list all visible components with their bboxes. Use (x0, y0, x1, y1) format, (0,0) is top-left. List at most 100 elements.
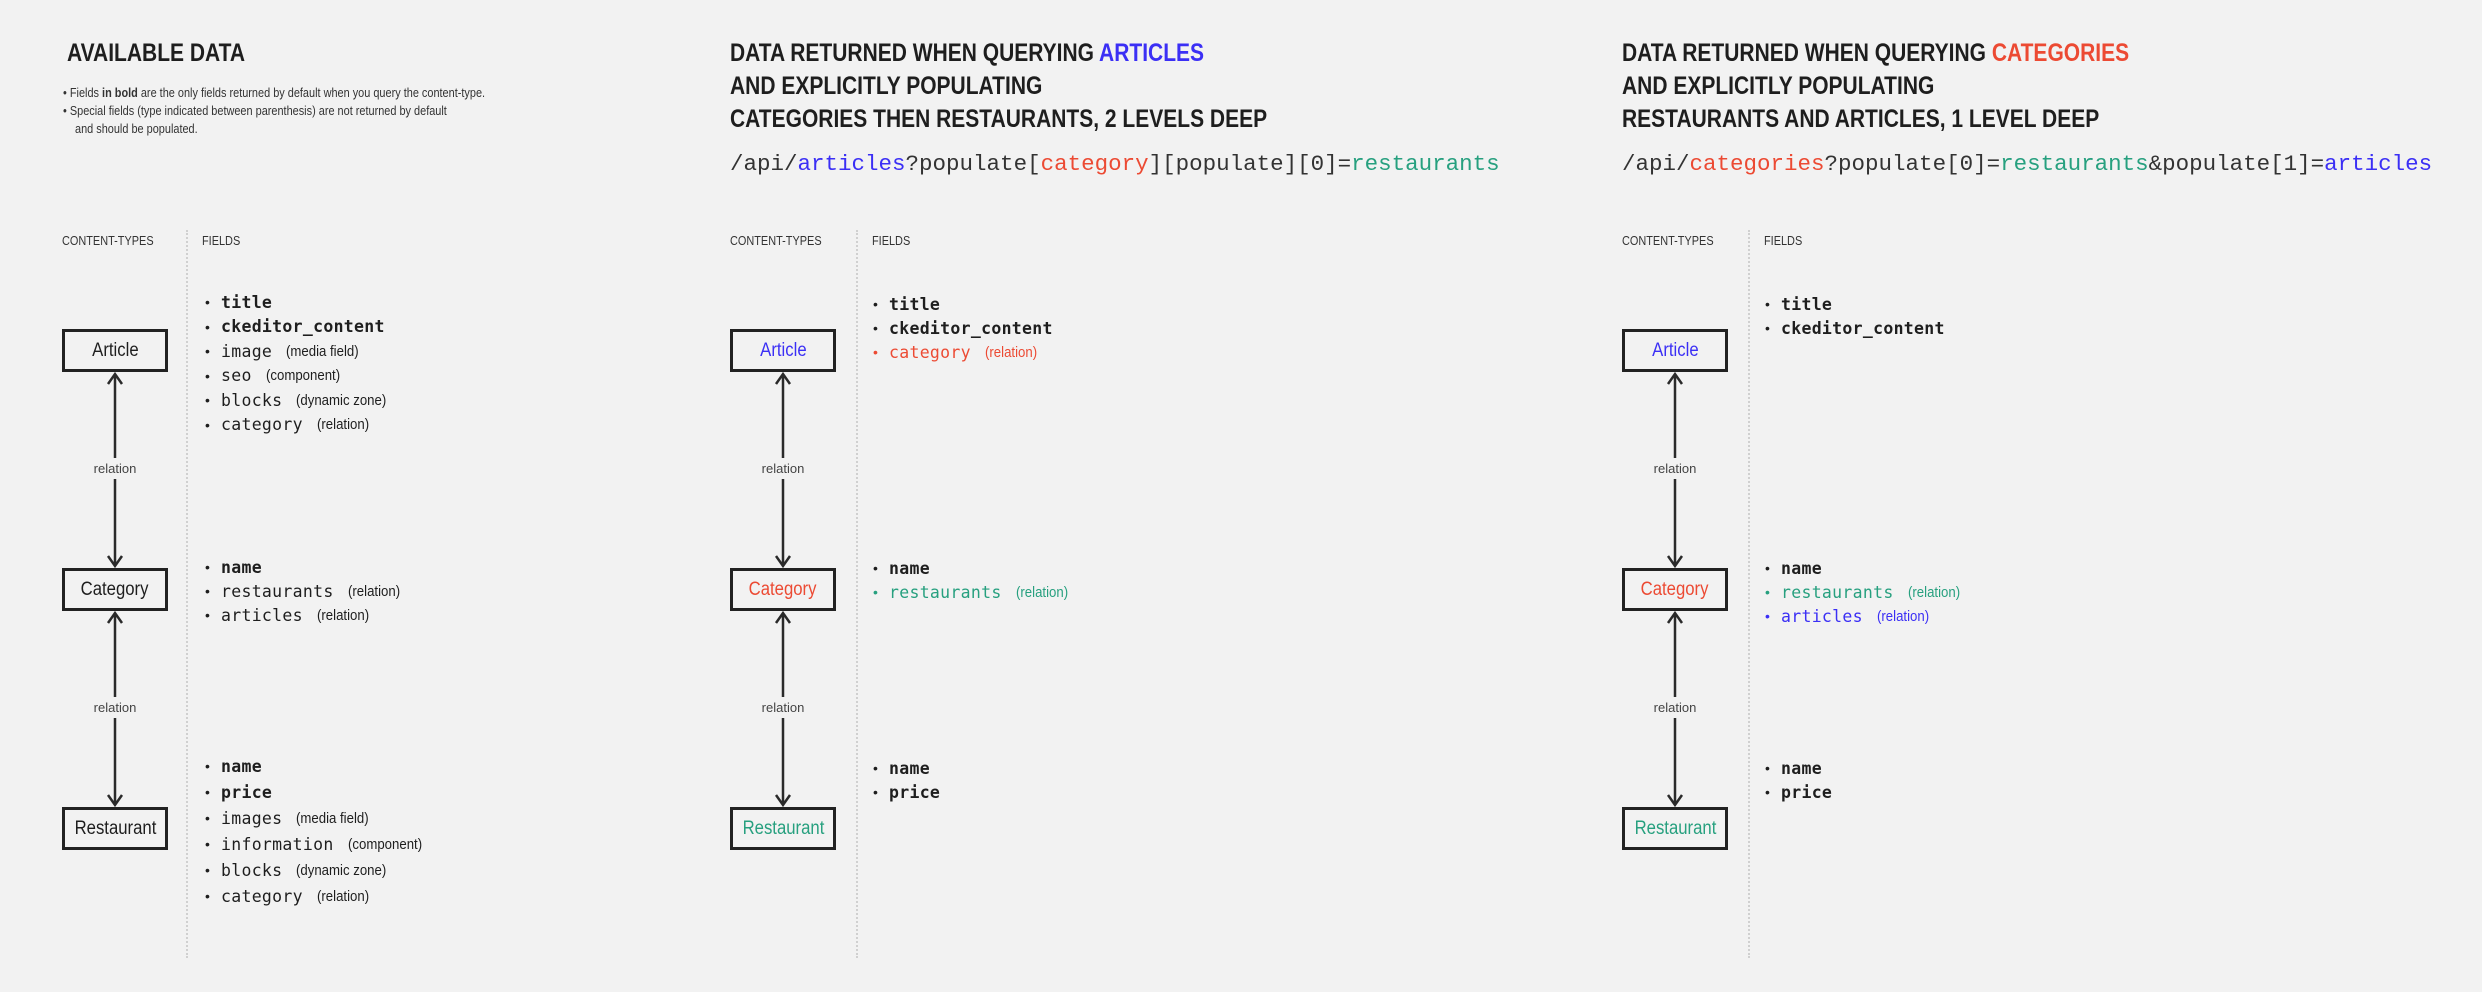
field-name: restaurants (1781, 582, 1894, 602)
field-item: •price (1765, 780, 1832, 804)
url-segment: ][populate][0]= (1148, 151, 1352, 177)
title-segment: AND EXPLICITLY POPULATING (1622, 72, 1935, 100)
field-item: • name (205, 555, 262, 579)
bullet-icon: • (205, 343, 210, 359)
field-item: •category(relation) (205, 884, 376, 908)
field-name: blocks (221, 860, 283, 880)
field-type: (dynamic zone) (296, 861, 387, 879)
field-name: name (1781, 758, 1822, 778)
section-title-line: CATEGORIES THEN RESTAURANTS, 2 LEVELS DE… (730, 104, 1267, 134)
bullet-icon: • (205, 583, 210, 599)
url-segment: category (1040, 151, 1149, 177)
section-title-line: DATA RETURNED WHEN QUERYING CATEGORIES (1622, 38, 2129, 68)
field-name: images (221, 808, 283, 828)
field-name: title (221, 292, 273, 312)
content-types-header: CONTENT-TYPES (730, 233, 822, 248)
relation-label: relation (1653, 458, 1697, 479)
field-item: •articles(relation) (205, 603, 376, 627)
relation-label: relation (93, 697, 137, 718)
field-item: •category(relation) (873, 340, 1044, 364)
field-item: •ckeditor_content (873, 316, 1053, 340)
field-name: articles (221, 605, 303, 625)
relation-label: relation (93, 458, 137, 479)
content-type-restaurant[interactable]: Restaurant (1622, 807, 1728, 850)
field-type: (relation) (347, 582, 400, 600)
field-item: •images(media field) (205, 806, 379, 830)
field-type: (dynamic zone) (296, 391, 387, 409)
bullet-icon: • (205, 810, 210, 826)
field-item: • title (205, 290, 272, 314)
field-type: (component) (265, 367, 340, 384)
note-line: and should be populated. (75, 120, 198, 138)
url-segment: restaurants (2000, 151, 2149, 177)
field-name: information (221, 834, 334, 854)
field-name: restaurants (221, 581, 334, 601)
section-title-line: DATA RETURNED WHEN QUERYING ARTICLES (730, 38, 1204, 68)
field-name: image (221, 341, 273, 361)
title-segment: AVAILABLE DATA (67, 39, 246, 67)
field-item: •seo(component) (205, 364, 350, 388)
field-name: seo (221, 366, 252, 385)
relation-label: relation (761, 697, 805, 718)
content-type-category[interactable]: Category (1622, 568, 1728, 611)
field-name: price (221, 782, 273, 802)
bullet-icon: • (205, 836, 210, 852)
field-type: (relation) (1876, 607, 1929, 625)
field-name: category (221, 886, 303, 906)
bullet-icon: • (63, 103, 70, 118)
bullet-icon: • (205, 784, 210, 800)
url-segment: /api/ (730, 151, 798, 177)
url-segment: ?populate[0]= (1824, 151, 2001, 177)
field-name: ckeditor_content (1781, 318, 1945, 338)
field-item: • price (205, 780, 272, 804)
field-name: category (221, 415, 303, 434)
content-type-article[interactable]: Article (730, 329, 836, 372)
relation-label: relation (1653, 697, 1697, 718)
title-segment: RESTAURANTS AND ARTICLES, 1 LEVEL DEEP (1622, 105, 2100, 133)
content-type-restaurant[interactable]: Restaurant (730, 807, 836, 850)
content-type-name: Restaurant (742, 817, 824, 839)
field-item: •price (873, 780, 940, 804)
content-type-name: Category (749, 578, 817, 600)
field-type: (relation) (1015, 583, 1068, 601)
field-type: (relation) (316, 887, 369, 905)
content-type-article[interactable]: Article (62, 329, 168, 372)
note-line: • Special fields (type indicated between… (63, 102, 447, 120)
title-segment: DATA RETURNED WHEN QUERYING (1622, 39, 1992, 67)
content-type-name: Restaurant (74, 817, 156, 839)
column-divider (186, 230, 188, 958)
content-type-article[interactable]: Article (1622, 329, 1728, 372)
content-type-name: Restaurant (1634, 817, 1716, 839)
url-segment: articles (797, 151, 906, 177)
content-type-name: Category (1641, 578, 1709, 600)
relation-label: relation (761, 458, 805, 479)
bullet-icon: • (205, 862, 210, 878)
field-name: restaurants (889, 582, 1002, 602)
content-types-header: CONTENT-TYPES (1622, 233, 1714, 248)
field-type: (component) (347, 835, 422, 853)
bullet-icon: • (1765, 584, 1770, 600)
field-item: •articles(relation) (1765, 604, 1936, 628)
field-item: • name (1765, 756, 1822, 780)
url-segment: categories (1689, 151, 1825, 177)
bullet-icon: • (1765, 760, 1770, 776)
bullet-icon: • (873, 320, 878, 336)
fields-header: FIELDS (1764, 233, 1803, 248)
content-type-category[interactable]: Category (62, 568, 168, 611)
note-segment: and should be populated. (75, 121, 198, 136)
field-name: title (889, 294, 941, 314)
field-item: •restaurants(relation) (1765, 580, 1967, 604)
content-type-restaurant[interactable]: Restaurant (62, 807, 168, 850)
field-name: name (889, 558, 930, 578)
fields-header: FIELDS (202, 233, 241, 248)
bullet-icon: • (205, 294, 210, 310)
field-name: name (221, 557, 262, 577)
content-type-category[interactable]: Category (730, 568, 836, 611)
bullet-icon: • (873, 560, 878, 576)
field-name: ckeditor_content (221, 317, 385, 336)
bullet-icon: • (873, 760, 878, 776)
bullet-icon: • (205, 559, 210, 575)
bullet-icon: • (1765, 784, 1770, 800)
api-url: /api/categories?populate[0]=restaurants&… (1622, 150, 2432, 178)
title-segment: DATA RETURNED WHEN QUERYING (730, 39, 1100, 67)
